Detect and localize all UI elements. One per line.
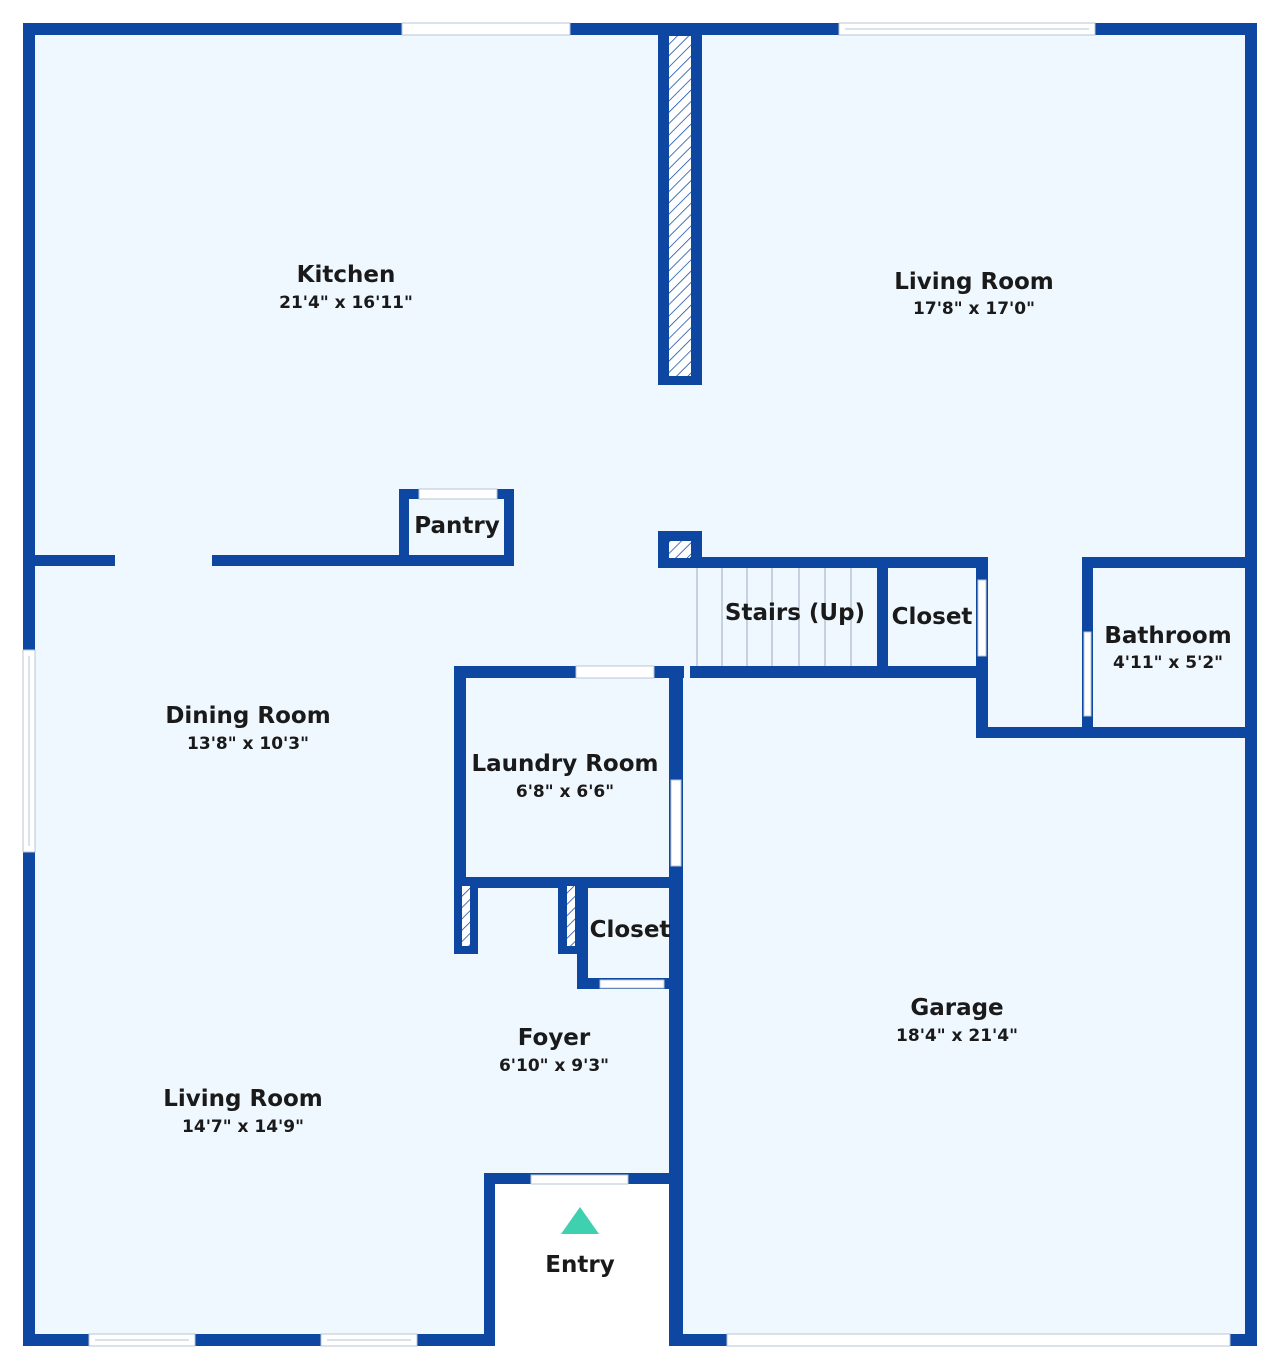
foyer-dims: 6'10" x 9'3"	[499, 1056, 609, 1076]
room-labels: Kitchen 21'4" x 16'11" Living Room 17'8"…	[163, 262, 1231, 1278]
dining-room-dims: 13'8" x 10'3"	[187, 734, 309, 754]
entry-name: Entry	[545, 1252, 614, 1278]
entry-arrow-icon	[561, 1207, 599, 1234]
openings	[22, 22, 1231, 1347]
living-room-upper-dims: 17'8" x 17'0"	[913, 299, 1035, 319]
closet-lower-name: Closet	[590, 917, 671, 943]
kitchen-name: Kitchen	[297, 262, 396, 288]
garage-name: Garage	[910, 995, 1003, 1021]
closet-upper-name: Closet	[892, 604, 973, 630]
floor-areas	[29, 29, 1251, 1344]
stairs-name: Stairs (Up)	[725, 600, 865, 626]
laundry-room-dims: 6'8" x 6'6"	[516, 782, 614, 802]
bathroom-name: Bathroom	[1104, 623, 1231, 649]
garage-dims: 18'4" x 21'4"	[896, 1026, 1018, 1046]
dining-room-name: Dining Room	[165, 703, 330, 729]
bathroom-dims: 4'11" x 5'2"	[1113, 653, 1223, 673]
foyer-name: Foyer	[518, 1025, 591, 1051]
living-room-upper-name: Living Room	[894, 269, 1054, 295]
laundry-room-name: Laundry Room	[471, 751, 658, 777]
kitchen-dims: 21'4" x 16'11"	[279, 293, 413, 313]
stairs-treads	[696, 568, 852, 666]
pantry-name: Pantry	[414, 513, 499, 539]
living-room-lower-name: Living Room	[163, 1086, 323, 1112]
living-room-lower-dims: 14'7" x 14'9"	[182, 1117, 304, 1137]
